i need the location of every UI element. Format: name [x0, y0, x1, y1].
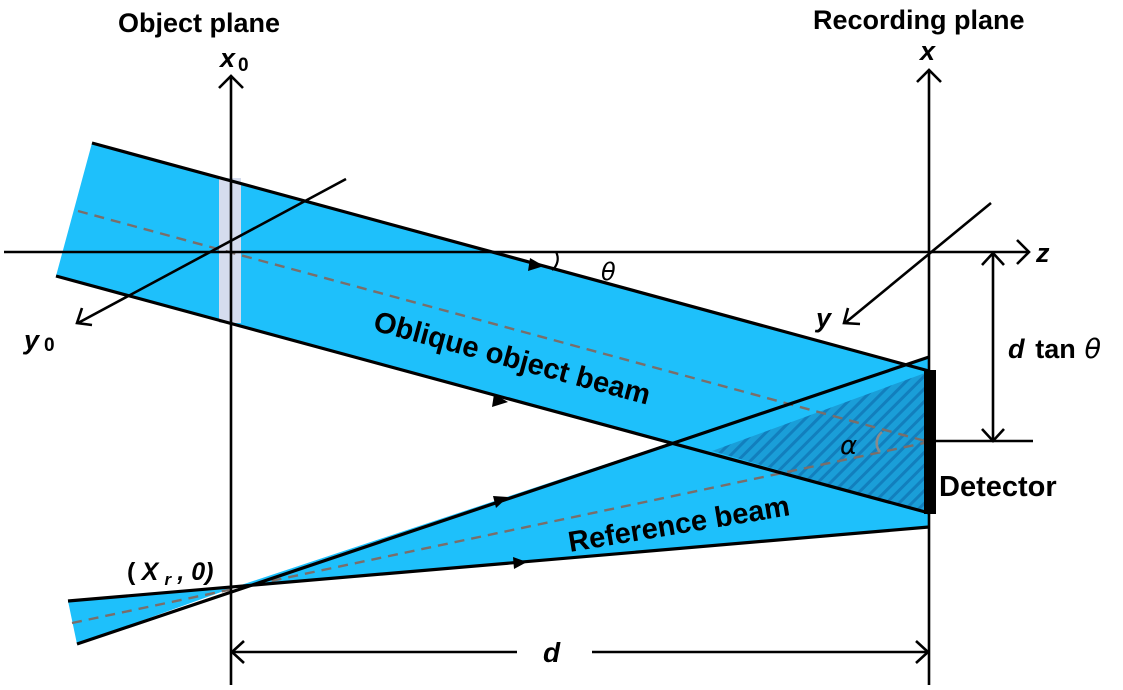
x-axis-arrowhead [916, 68, 942, 83]
d-tan-theta-d: d [1008, 334, 1025, 364]
x0-axis-arrowhead [218, 74, 244, 89]
d-dimension-left-arrowhead [230, 640, 245, 664]
theta-label: θ [601, 258, 616, 286]
object-beam-upper-arrowhead [528, 258, 544, 271]
x-axis-label: x [918, 36, 936, 66]
y0-axis-label-subscript: 0 [44, 335, 55, 356]
d-tan-theta-label: d tan θ [1008, 334, 1101, 365]
reference-point-open: ( [127, 558, 136, 586]
reference-point-subscript: r [165, 570, 173, 589]
d-dimension-right-arrowhead [915, 640, 930, 664]
y-axis-arrowhead [842, 307, 861, 326]
interference-overlap-region [712, 373, 925, 512]
x0-axis-label-subscript: 0 [238, 55, 249, 76]
d-tan-theta-theta: θ [1085, 334, 1102, 365]
reference-beam-left-fill [68, 587, 235, 644]
d-distance-label: d [543, 637, 561, 668]
reference-beam-upper-arrowhead [493, 496, 508, 508]
alpha-label: α [840, 431, 857, 461]
theta-angle-arc [551, 251, 559, 271]
y0-axis [77, 177, 347, 325]
reference-beam-center-ray [71, 440, 930, 625]
recording-plane-title: Recording plane [813, 5, 1025, 35]
y0-axis-arrowhead [75, 307, 93, 327]
x0-axis-label: x [218, 43, 236, 73]
object-beam-lower-edge [55, 274, 930, 515]
y-axis [844, 201, 992, 325]
y0-axis-label: y [22, 325, 41, 355]
reference-beam-lower-edge [67, 525, 930, 603]
y-axis-label: y [814, 303, 833, 333]
reference-point-rest: , 0) [176, 558, 213, 586]
detector [924, 370, 936, 514]
d-tan-theta-top-arrowhead [981, 251, 1005, 266]
detector-label: Detector [939, 471, 1057, 503]
d-tan-theta-tan: tan [1035, 334, 1076, 364]
reference-point-X: X [140, 558, 160, 586]
object-beam-fill [56, 143, 929, 513]
reference-point-label: ( X r , 0) [127, 558, 214, 591]
object-beam-lower-arrowhead [492, 394, 508, 407]
z-axis-label: z [1035, 238, 1050, 268]
reference-beam-lower-arrowhead [513, 557, 527, 569]
z-axis-arrowhead [1016, 239, 1031, 265]
alpha-angle-arc [875, 430, 883, 453]
object-plane-title: Object plane [118, 8, 280, 38]
